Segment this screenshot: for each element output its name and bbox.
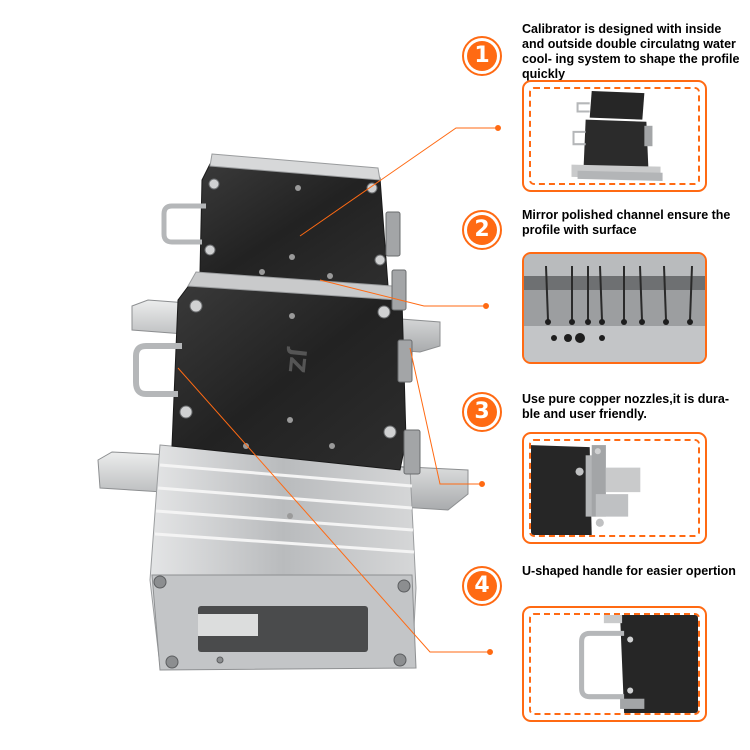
calibrator-mold: JZ <box>97 153 469 671</box>
calibrator-overview-photo <box>531 89 698 183</box>
upper-black-plate <box>199 163 389 287</box>
lower-black-plate <box>171 283 407 471</box>
polished-channel-photo <box>524 254 705 362</box>
u-handle-photo <box>531 615 698 713</box>
feature-1-detail <box>522 80 707 192</box>
mounting-studs <box>179 178 397 439</box>
feature-badge: 1 <box>462 36 502 76</box>
feature-number: 4 <box>467 571 497 601</box>
u-handle-upper <box>161 203 206 245</box>
plate-holes <box>243 185 335 519</box>
logo-emboss: JZ <box>283 345 311 374</box>
feature-number: 2 <box>467 215 497 245</box>
feature-badge: 2 <box>462 210 502 250</box>
u-handle-lower <box>133 343 182 397</box>
callout-lines <box>177 125 501 655</box>
body-grooves <box>154 463 415 554</box>
feature-2-detail <box>522 252 707 364</box>
top-steel-edge <box>209 153 381 181</box>
feature-caption: U-shaped handle for easier opertion <box>522 564 736 578</box>
feature-badge: 3 <box>462 392 502 432</box>
feature-number: 1 <box>467 41 497 71</box>
feature-caption: Mirror polished channel ensure the profi… <box>522 208 731 237</box>
feature-caption: Calibrator is designed with inside and o… <box>522 22 740 81</box>
copper-nozzle-photo <box>531 441 698 535</box>
feature-3-detail <box>522 432 707 544</box>
feature-number: 3 <box>467 397 497 427</box>
feature-badge: 4 <box>462 566 502 606</box>
copper-nozzle-brackets <box>385 211 421 475</box>
feature-4-detail <box>522 606 707 722</box>
feature-caption: Use pure copper nozzles,it is dura- ble … <box>522 392 729 421</box>
body-bolts <box>153 575 411 669</box>
